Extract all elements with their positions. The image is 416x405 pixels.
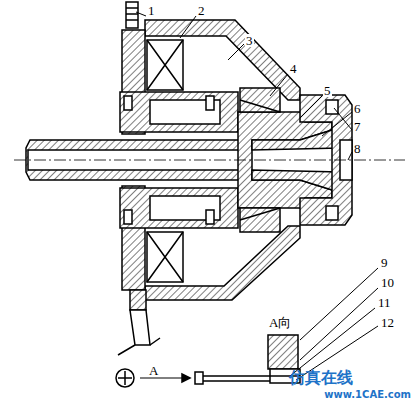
watermark: 仿真在线	[288, 370, 354, 386]
callout-number: 7	[353, 120, 362, 133]
callout-number: 1	[147, 4, 156, 17]
callout-number: 10	[380, 276, 395, 289]
callout-number: 5	[323, 84, 332, 97]
view-label: A向	[268, 316, 292, 329]
view-label: A	[148, 364, 159, 377]
callout-number: 4	[289, 62, 298, 75]
callout-number: 12	[380, 316, 395, 329]
callout-number: 11	[377, 296, 392, 309]
callout-number: 8	[353, 142, 362, 155]
callout-number: 3	[245, 34, 254, 47]
callout-number: 2	[197, 4, 206, 17]
callout-number: 6	[353, 102, 362, 115]
watermark: www.1CAE.com	[323, 390, 412, 400]
callout-number: 9	[380, 256, 389, 269]
